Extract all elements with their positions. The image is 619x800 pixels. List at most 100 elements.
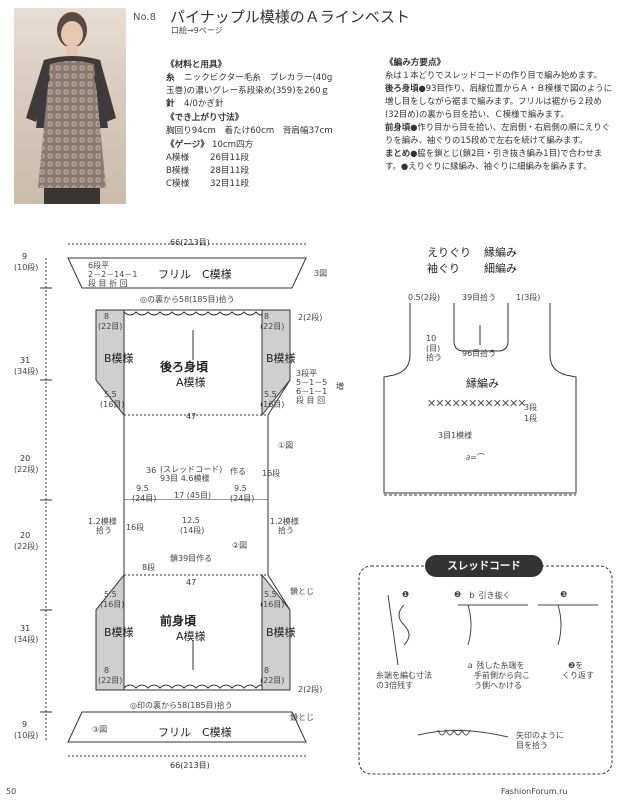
left-shoulder-95: 9.5 <box>136 484 149 493</box>
right-shoulder-24: (24目) <box>230 494 255 503</box>
top-width: 66(213目) <box>170 238 210 247</box>
left-shoulder-24: (24目) <box>132 494 157 503</box>
height-9-top: 9 <box>22 252 28 261</box>
height-31-top-rows: (34段) <box>14 367 39 376</box>
back-right-8: 8 <box>264 312 270 321</box>
gauge-b-value: 28目11段 <box>210 166 250 176</box>
frill-figure-ref-top: 3図 <box>314 269 328 278</box>
photo-reference: 口絵→9ページ <box>171 26 223 35</box>
frill-rule-3: 段 目 折 回 <box>88 279 128 288</box>
neck-depth-14: (14段) <box>180 526 205 535</box>
neckline-pattern: 縁編み <box>484 246 517 259</box>
step-2-text: ｂ 引き抜く <box>468 591 511 600</box>
height-31-bottom-rows: (34段) <box>14 635 39 644</box>
edge-rows-1: 1段 <box>524 414 538 423</box>
edge-pattern-label: 縁編み <box>466 377 499 390</box>
back-keyword: 後ろ身頃 <box>385 83 419 93</box>
armhole-pattern: 細編み <box>484 262 517 275</box>
rows-16-right: 16段 <box>262 469 281 478</box>
vest-schematic <box>40 243 307 757</box>
back-width-47: 47 <box>186 412 197 421</box>
thread-cord-panel <box>358 565 613 775</box>
right-pick-12: 1.2模様 <box>270 517 299 526</box>
gauge-b-label: B模様 <box>166 166 190 176</box>
back-left-55: 5.5 <box>104 390 117 399</box>
yarn-line-1: ニックビクター毛糸 プレカラー(40g <box>184 73 333 83</box>
right-shoulder-95: 9.5 <box>234 484 247 493</box>
back-right-b: B模様 <box>266 352 296 365</box>
neck-width-17: 17 (45目) <box>174 491 212 500</box>
page-number: 50 <box>6 787 17 796</box>
gauge-heading: 《ゲージ》 <box>166 140 209 150</box>
gauge-a-label: A模様 <box>166 153 190 163</box>
chain-join-bottom: 鎖とじ <box>290 713 314 722</box>
back-body-label: 後ろ身頃 <box>160 360 209 374</box>
back-left-b: B模様 <box>104 352 134 365</box>
chain-39: 鎖39目作る <box>170 554 213 563</box>
front-left-8: 8 <box>104 666 110 675</box>
fig-2-ref: ②図 <box>232 541 248 550</box>
front-right-55: 5.5 <box>264 590 277 599</box>
gauge-a-value: 26目11段 <box>210 153 250 163</box>
pick-96: 96目拾う <box>462 349 497 358</box>
back-left-8: 8 <box>104 312 110 321</box>
instructions-p2: 後ろ身頃●93目作り、肩線位置からＡ・Ｂ模様で図のように増し目をしながら裾まで編… <box>385 82 613 121</box>
front-pickup-note: ◎印の裏から58(185目)拾う <box>130 701 233 710</box>
edge-10: 10 <box>426 334 437 343</box>
edge-symbol: ∂=⌒ <box>466 453 485 462</box>
top-frill-label: フリル C模様 <box>158 268 232 281</box>
front-left-55: 5.5 <box>104 590 117 599</box>
materials-heading: 《材料と用具》 <box>166 60 227 70</box>
edge-one-pattern: 3目1模様 <box>438 431 473 440</box>
gauge-c-value: 32目11段 <box>210 179 250 189</box>
inc-label: 増 <box>336 382 344 391</box>
back-pickup-note: ◎の裏から58(185目)拾う <box>140 295 235 304</box>
left-pick-12-b: 拾う <box>96 526 112 535</box>
edging-diagram <box>383 303 577 496</box>
neck-depth-125: 12.5 <box>182 516 200 525</box>
watermark: FashionForum.ru <box>501 787 568 796</box>
neckline-label: えりぐり <box>427 246 471 259</box>
frill-figure-ref-bottom: ③図 <box>92 725 108 734</box>
cast-on-note: 93目 4.6模様 <box>160 474 210 483</box>
height-9-top-rows: (10段) <box>14 263 39 272</box>
step-3: ❸ <box>560 590 568 599</box>
front-keyword: 前身頃 <box>385 122 411 132</box>
front-left-b: B模様 <box>104 626 134 639</box>
height-31-top: 31 <box>20 356 31 365</box>
model-photo <box>14 8 126 204</box>
hook-size: 4/0かぎ針 <box>184 99 224 109</box>
height-31-bottom: 31 <box>20 624 31 633</box>
cord-note-1b: の3倍残す <box>376 681 414 690</box>
page-title: パイナップル模様のＡラインベスト <box>170 8 411 26</box>
back-text: ●93目作り、肩線位置からＡ・Ｂ模様で図のように増し目をしながら裾まで編みます。… <box>385 83 613 119</box>
pattern-number: No.8 <box>133 12 156 23</box>
rows-16-left: 16段 <box>126 523 145 532</box>
pick-39: 39目拾う <box>462 293 497 302</box>
inc-rule-4: 段 目 回 <box>296 396 326 405</box>
inc-rule-1: 3段平 <box>296 369 318 378</box>
instructions-p1: 糸は１本どりでスレッドコードの作り目で編み始めます。 <box>385 70 602 80</box>
cord-note-4: 矢印のように <box>516 731 564 740</box>
front-right-b: B模様 <box>266 626 296 639</box>
gauge-unit: 10cm四方 <box>212 140 254 150</box>
front-text: ●作り目から目を拾い、左肩側・右肩側の順にえりぐりを編み、袖ぐりの15段めで左右… <box>385 122 611 145</box>
hook-label: 針 <box>166 99 175 109</box>
cord-note-3: ❷を <box>568 661 584 670</box>
yarn-label: 糸 <box>166 73 175 83</box>
back-left-22: (22目) <box>98 322 123 331</box>
edge-1: 1(3段) <box>516 293 541 302</box>
left-pick-12: 1.2模様 <box>88 517 117 526</box>
height-20-bottom: 20 <box>20 531 31 540</box>
front-body-label: 前身頃 <box>160 614 197 628</box>
cast-on-36: 36 <box>146 466 157 475</box>
back-right-16: (16目) <box>260 400 285 409</box>
height-9-bottom: 9 <box>22 720 28 729</box>
front-right-8: 8 <box>264 666 270 675</box>
height-20-bottom-rows: (22段) <box>14 542 39 551</box>
edge-10-pick: 拾う <box>426 353 442 362</box>
thread-cord-banner: スレッドコード <box>425 555 543 577</box>
edge-rows-3: 3段 <box>524 403 538 412</box>
bottom-width: 66(213目) <box>170 761 210 770</box>
front-right-22: (22目) <box>260 676 285 685</box>
